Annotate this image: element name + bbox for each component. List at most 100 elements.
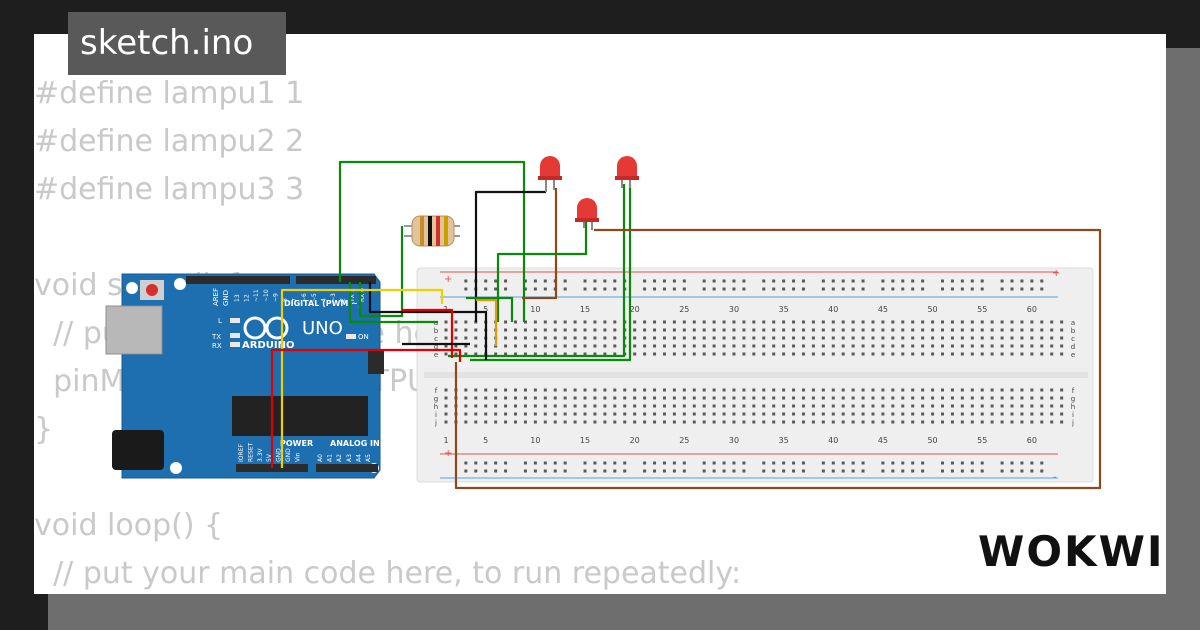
row-letter: d — [434, 343, 438, 351]
wires — [270, 160, 1102, 490]
row-letter: a — [1071, 319, 1075, 327]
rail-plus-top: + — [1052, 268, 1060, 279]
row-letter: i — [1072, 411, 1074, 419]
wire-green-bb — [466, 296, 514, 322]
row-letter: g — [434, 395, 438, 403]
pin-label: 5V — [266, 453, 273, 462]
file-title: sketch.ino — [80, 23, 254, 63]
column-number: 25 — [679, 436, 689, 445]
row-letter: e — [434, 351, 438, 359]
pin-label: 7 — [292, 298, 299, 302]
wire-orange — [476, 298, 498, 346]
pin-label: A5 — [365, 454, 372, 462]
rail-minus-bottom: - — [1053, 472, 1057, 483]
wire-brown-led — [522, 188, 558, 300]
leds — [538, 156, 639, 230]
row-letter: i — [435, 411, 437, 419]
row-letter: f — [435, 387, 438, 395]
column-number: 45 — [878, 305, 888, 314]
title-badge: sketch.ino — [68, 12, 286, 75]
wire-red — [270, 348, 462, 468]
wire-red-b — [402, 308, 454, 358]
pin-label: ~9 — [272, 293, 279, 302]
pin-label: 13 — [234, 294, 241, 302]
pin-label: 3.3V — [257, 447, 264, 462]
column-number: 35 — [779, 305, 789, 314]
row-letter: e — [1071, 351, 1075, 359]
column-number: 25 — [679, 305, 689, 314]
column-number: 10 — [530, 436, 540, 445]
on-label: ON — [358, 333, 369, 341]
row-letter: d — [1071, 343, 1075, 351]
code-line: #define lampu1 1 — [34, 76, 305, 111]
column-number: 60 — [1027, 305, 1037, 314]
code-line: #define lampu2 2 — [34, 124, 305, 159]
column-number: 5 — [483, 305, 488, 314]
tx-label: TX — [211, 333, 221, 341]
pin-label: RX 0 — [359, 288, 366, 302]
wire-brown-long — [454, 228, 1102, 490]
code-line: } — [34, 412, 54, 447]
wire-black-gnd — [368, 282, 488, 360]
resistor-band — [444, 216, 448, 246]
column-number: 1 — [443, 436, 448, 445]
column-number: 15 — [580, 436, 590, 445]
column-number: 50 — [927, 305, 937, 314]
pin-label: A0 — [317, 454, 324, 462]
wire-green-led3 — [496, 222, 588, 322]
rail-plus-bottom: + — [444, 448, 452, 459]
column-number: 55 — [977, 305, 987, 314]
arduino-board: UNO ARDUINO DIGITAL (PWM ~) POWER ANALOG… — [105, 273, 384, 479]
pin-label: A1 — [327, 454, 334, 462]
column-number: 20 — [630, 305, 640, 314]
power-label: POWER — [280, 439, 313, 448]
column-number: 20 — [630, 436, 640, 445]
wire-yellow — [280, 288, 444, 468]
gnd-label: GND — [222, 290, 230, 306]
row-letter: c — [1071, 335, 1075, 343]
wire-green-top — [338, 160, 526, 322]
pin-label: 4 — [320, 298, 327, 302]
row-letter: b — [434, 327, 439, 335]
column-number: 60 — [1027, 436, 1037, 445]
pin-label: ~3 — [330, 293, 337, 302]
led-1 — [538, 156, 562, 192]
column-number: 15 — [580, 305, 590, 314]
row-letter: j — [434, 419, 437, 427]
row-letter: h — [1071, 403, 1075, 411]
arduino-model: UNO — [302, 318, 343, 339]
column-number: 45 — [878, 436, 888, 445]
analog-label: ANALOG IN — [330, 439, 380, 448]
aref-label: AREF — [212, 288, 220, 306]
row-letter: c — [434, 335, 438, 343]
column-number: 5 — [483, 436, 488, 445]
wire-black-top — [474, 190, 546, 322]
row-letter: j — [1071, 419, 1074, 427]
row-letter: b — [1071, 327, 1076, 335]
pin-label: GND — [285, 448, 292, 462]
column-number: 30 — [729, 305, 739, 314]
column-number: 40 — [828, 305, 838, 314]
wire-green-led2b — [470, 184, 632, 362]
code-line: #define lampu3 3 — [34, 172, 305, 207]
led-3 — [575, 198, 599, 230]
column-number: 30 — [729, 436, 739, 445]
column-number: 35 — [779, 436, 789, 445]
pin-label: ~5 — [311, 293, 318, 302]
pin-label: 12 — [244, 294, 251, 302]
code-line: void loop() { — [34, 508, 224, 543]
wire-green-led2 — [448, 184, 626, 358]
column-number: 55 — [977, 436, 987, 445]
pin-label: A4 — [355, 454, 362, 462]
pin-label: 2 — [340, 298, 347, 302]
row-letter: g — [1071, 395, 1075, 403]
wokwi-logo: WOKWI — [978, 527, 1165, 576]
pin-label: RESET — [247, 442, 254, 462]
wire-green-d3 — [358, 226, 404, 318]
